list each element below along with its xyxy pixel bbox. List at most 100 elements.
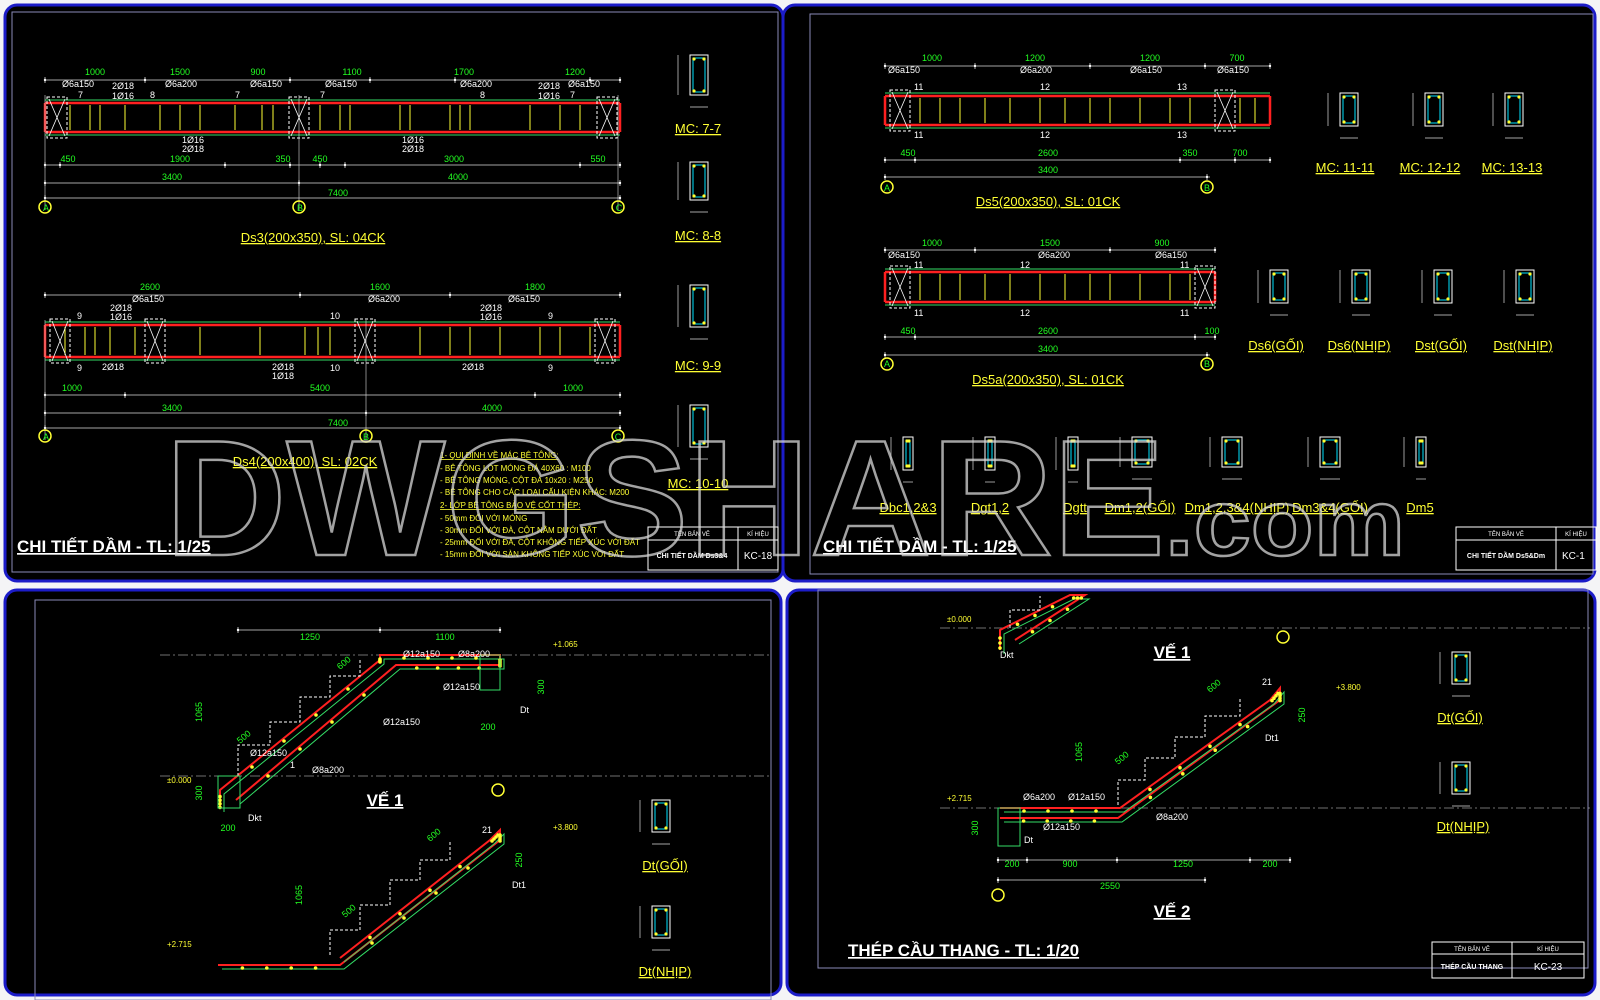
rebar-dot: [1092, 819, 1097, 823]
title-block-header: TÊN BẢN VẼ: [1454, 945, 1490, 953]
section-label: MC: 7-7: [675, 121, 721, 136]
rebar-dot: [654, 932, 658, 936]
dimension-dot: [618, 78, 622, 82]
rebar-dot: [289, 966, 294, 970]
rebar-dot: [218, 794, 222, 799]
column-cross: [1216, 91, 1234, 130]
section-outline: [902, 436, 914, 471]
rebar-dot: [1446, 297, 1450, 301]
cross-section-icon: [1412, 92, 1444, 139]
rebar-dot: [1270, 698, 1274, 703]
section-stirrup: [1454, 764, 1468, 792]
dimension-dot: [1088, 64, 1092, 68]
rebar-dot: [989, 439, 993, 443]
rebar-dot: [989, 464, 993, 468]
rebar-dot: [1274, 694, 1278, 698]
rebar-dot: [1342, 95, 1346, 99]
note-line: - BÊ TÔNG MÓNG, CỘT ĐÁ 10x20 : M250: [440, 476, 594, 485]
rebar-dot: [1364, 272, 1368, 276]
rebar-dot: [1022, 809, 1026, 813]
level-mark: +2.715: [947, 794, 972, 803]
stirrup-label: Ø6a150: [508, 294, 540, 304]
rebar-dot: [402, 656, 406, 660]
rebar-dot: [402, 916, 406, 920]
stirrup-label: Ø6a200: [165, 79, 197, 89]
dimension-dot: [223, 163, 227, 167]
rebar-dot: [1272, 696, 1276, 700]
section-cut-mark: 11: [914, 308, 923, 318]
title-block-header: KÍ HIỆU: [1565, 530, 1587, 538]
dimension-dot: [343, 163, 347, 167]
dim-top: 700: [1229, 53, 1244, 63]
dim-bottom: 5400: [310, 383, 330, 393]
rebar-dot: [1342, 120, 1346, 124]
rebar-dot: [1518, 297, 1522, 301]
axis-label: A: [43, 432, 49, 442]
dim-bottom: 2600: [1038, 326, 1058, 336]
dimension-dot: [618, 196, 622, 200]
dimension-dot: [883, 175, 887, 179]
level-mark: ±0.000: [947, 615, 972, 624]
section-outline: [1067, 436, 1079, 471]
stirrup-label: Ø6a150: [1130, 65, 1162, 75]
dimension-dot: [1203, 878, 1207, 882]
section-outline: [1221, 436, 1243, 468]
title-block: TÊN BẢN VẼ KÍ HIỆU THÉP CẦU THANG KC-23: [1431, 941, 1585, 979]
section-label: Dm1,2,3&4(NHỊP): [1185, 500, 1290, 515]
level-mark: +3.800: [553, 823, 578, 832]
axis-label: C: [616, 203, 623, 213]
dimension-dot: [236, 628, 240, 632]
section-cut-mark: 7: [235, 90, 240, 100]
cross-section-icon: [677, 284, 709, 340]
rebar-dot: [1276, 691, 1280, 696]
dimension-dot: [1205, 353, 1209, 357]
rebar-dot: [1069, 819, 1073, 823]
section-label: Dm5: [1406, 500, 1433, 515]
dimension-dot: [1205, 175, 1209, 179]
level-mark: +1.065: [553, 640, 578, 649]
rebar-dot: [1420, 439, 1424, 443]
beam-label: Ds5a(200x350), SL: 01CK: [972, 372, 1124, 387]
rebar-dot: [692, 194, 696, 198]
section-outline: [689, 404, 709, 448]
rebar-dot: [218, 802, 222, 806]
rebar-dot: [1322, 461, 1326, 465]
dim: 250: [1297, 707, 1307, 722]
drawing-code: KC-23: [1534, 962, 1563, 973]
dim: 200: [220, 823, 235, 833]
member-mark: Dkt: [248, 813, 262, 823]
stirrup-label: Ø6a200: [1038, 250, 1070, 260]
rebar-dot: [1446, 272, 1450, 276]
rebar-dot: [664, 908, 668, 912]
column-cross: [891, 267, 909, 307]
cross-section-icon: [890, 436, 914, 483]
rebar-dot: [1507, 120, 1511, 124]
note-line: - 50mm ĐỐI VỚI MÓNG: [440, 513, 527, 523]
axis-label: B: [297, 203, 303, 213]
rebar-dot: [1134, 461, 1138, 465]
landing-beam: [479, 654, 501, 691]
dimension-dot: [578, 163, 582, 167]
rebar-dot: [1236, 439, 1240, 443]
dimension-dot: [378, 628, 382, 632]
rebar-dot: [370, 941, 374, 945]
note-heading: 2- LỚP BÊ TÔNG BẢO VỆ CỐT THÉP:: [440, 500, 581, 510]
dim: 300: [970, 820, 980, 835]
section-cut-mark: 7: [320, 90, 325, 100]
stirrup-label: Ø6a150: [325, 79, 357, 89]
stirrup-label: Ø6a200: [368, 294, 400, 304]
rebar-dot: [1454, 788, 1458, 792]
section-label: Dt(GỐI): [1437, 710, 1483, 725]
rebar-dot: [1094, 809, 1098, 813]
column-support: [144, 318, 166, 364]
member-mark: 21: [1262, 677, 1272, 687]
rebar-dot: [692, 407, 696, 411]
beam-label: Ds5(200x350), SL: 01CK: [976, 194, 1121, 209]
section-cut-mark: 11: [1180, 260, 1189, 270]
cross-section-icon: [1257, 269, 1289, 316]
axis-label: C: [615, 432, 622, 442]
section-cut-mark: 11: [1180, 308, 1189, 318]
dim-span: 4000: [482, 403, 502, 413]
axis-label: A: [43, 203, 49, 213]
dimension-dot: [1025, 858, 1029, 862]
